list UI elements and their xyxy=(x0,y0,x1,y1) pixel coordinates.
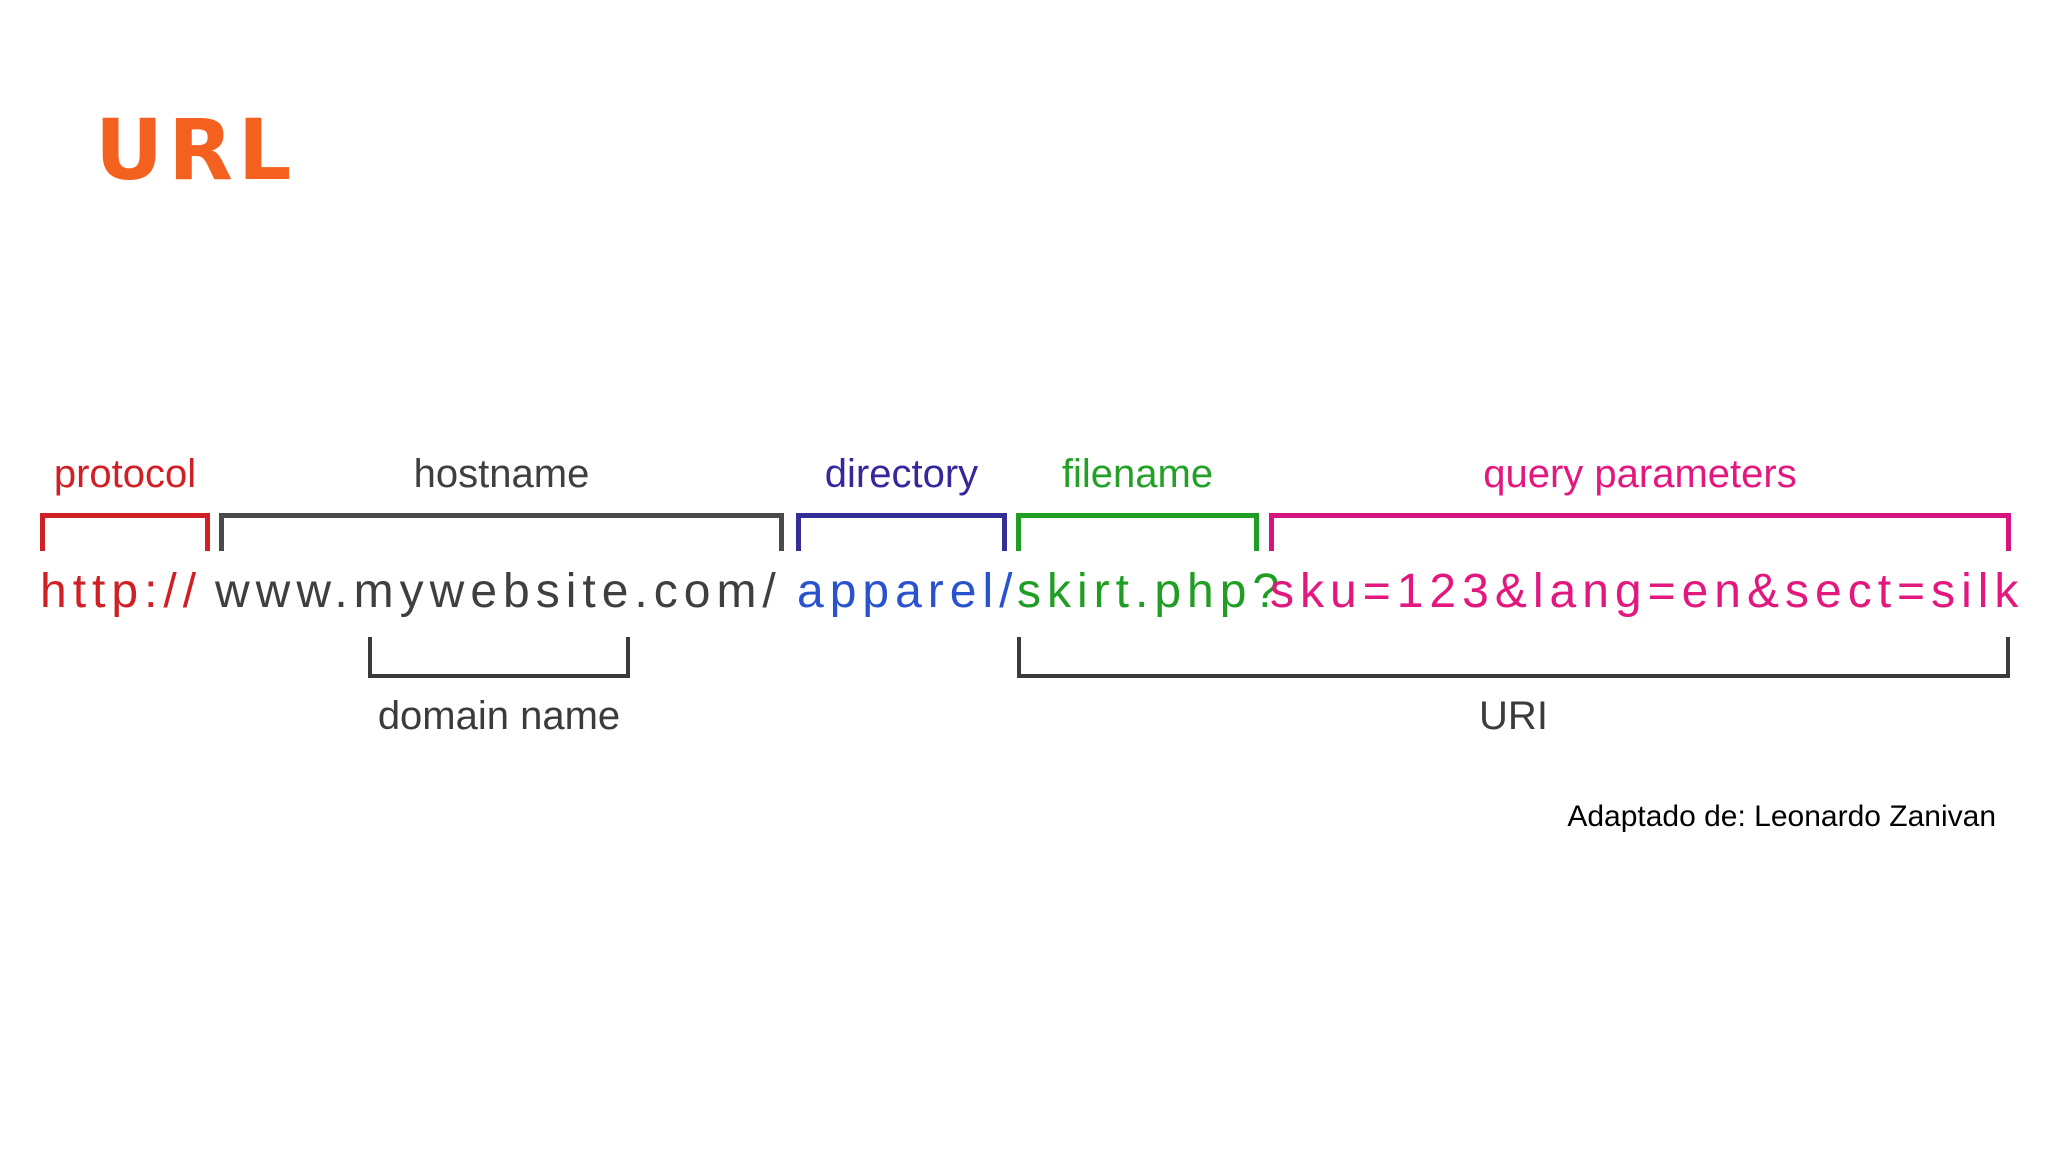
bracket-directory xyxy=(796,513,1007,551)
label-protocol: protocol xyxy=(53,452,197,496)
annotation-domain-name: domain name xyxy=(377,694,621,738)
url-segment-query-parameters: sku=123&lang=en&sect=silk xyxy=(1270,565,2025,618)
bracket-protocol xyxy=(40,513,210,551)
url-segment-protocol: http:// xyxy=(40,565,203,618)
label-directory: directory xyxy=(824,452,979,496)
label-filename: filename xyxy=(1061,452,1214,496)
label-hostname: hostname xyxy=(413,452,590,496)
label-query-parameters: query parameters xyxy=(1483,452,1797,496)
annotation-uri: URI xyxy=(1479,694,1548,738)
page-title: URL xyxy=(95,101,297,199)
url-segment-directory: apparel/ xyxy=(797,565,1019,618)
bracket-uri xyxy=(1017,637,2010,678)
credit-text: Adaptado de: Leonardo Zanivan xyxy=(1567,800,1996,833)
bracket-filename xyxy=(1016,513,1259,551)
bracket-query-parameters xyxy=(1269,513,2011,551)
url-segment-filename: skirt.php? xyxy=(1017,565,1286,618)
url-segment-hostname: www.mywebsite.com/ xyxy=(215,565,782,618)
bracket-domain-name xyxy=(368,637,630,678)
bracket-hostname xyxy=(219,513,784,551)
